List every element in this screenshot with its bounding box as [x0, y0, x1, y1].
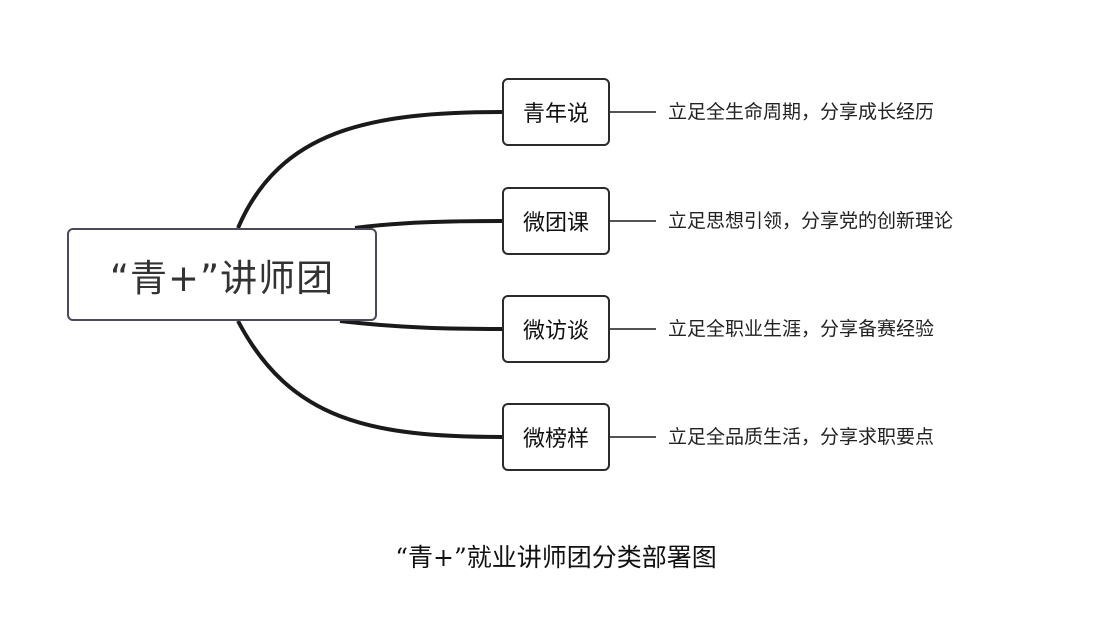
branch-description-2: 立足思想引领，分享党的创新理论: [668, 210, 954, 232]
branch-node-4: 微榜样: [502, 403, 610, 471]
connector-branch-2: [354, 219, 503, 230]
branch-node-2: 微团课: [502, 187, 610, 255]
branch-description-1: 立足全生命周期，分享成长经历: [668, 101, 935, 123]
connector-branch-1: [236, 110, 503, 229]
connector-branch-4: [236, 320, 503, 439]
branch-node-1: 青年说: [502, 78, 610, 146]
branch-node-3: 微访谈: [502, 295, 610, 363]
connector-branch-3: [339, 319, 503, 331]
branch-description-4: 立足全品质生活，分享求职要点: [668, 426, 935, 448]
diagram-caption: “青+”就业讲师团分类部署图: [395, 543, 717, 572]
root-node: “青+”讲师团: [67, 228, 377, 321]
branch-description-3: 立足全职业生涯，分享备赛经验: [668, 318, 935, 340]
